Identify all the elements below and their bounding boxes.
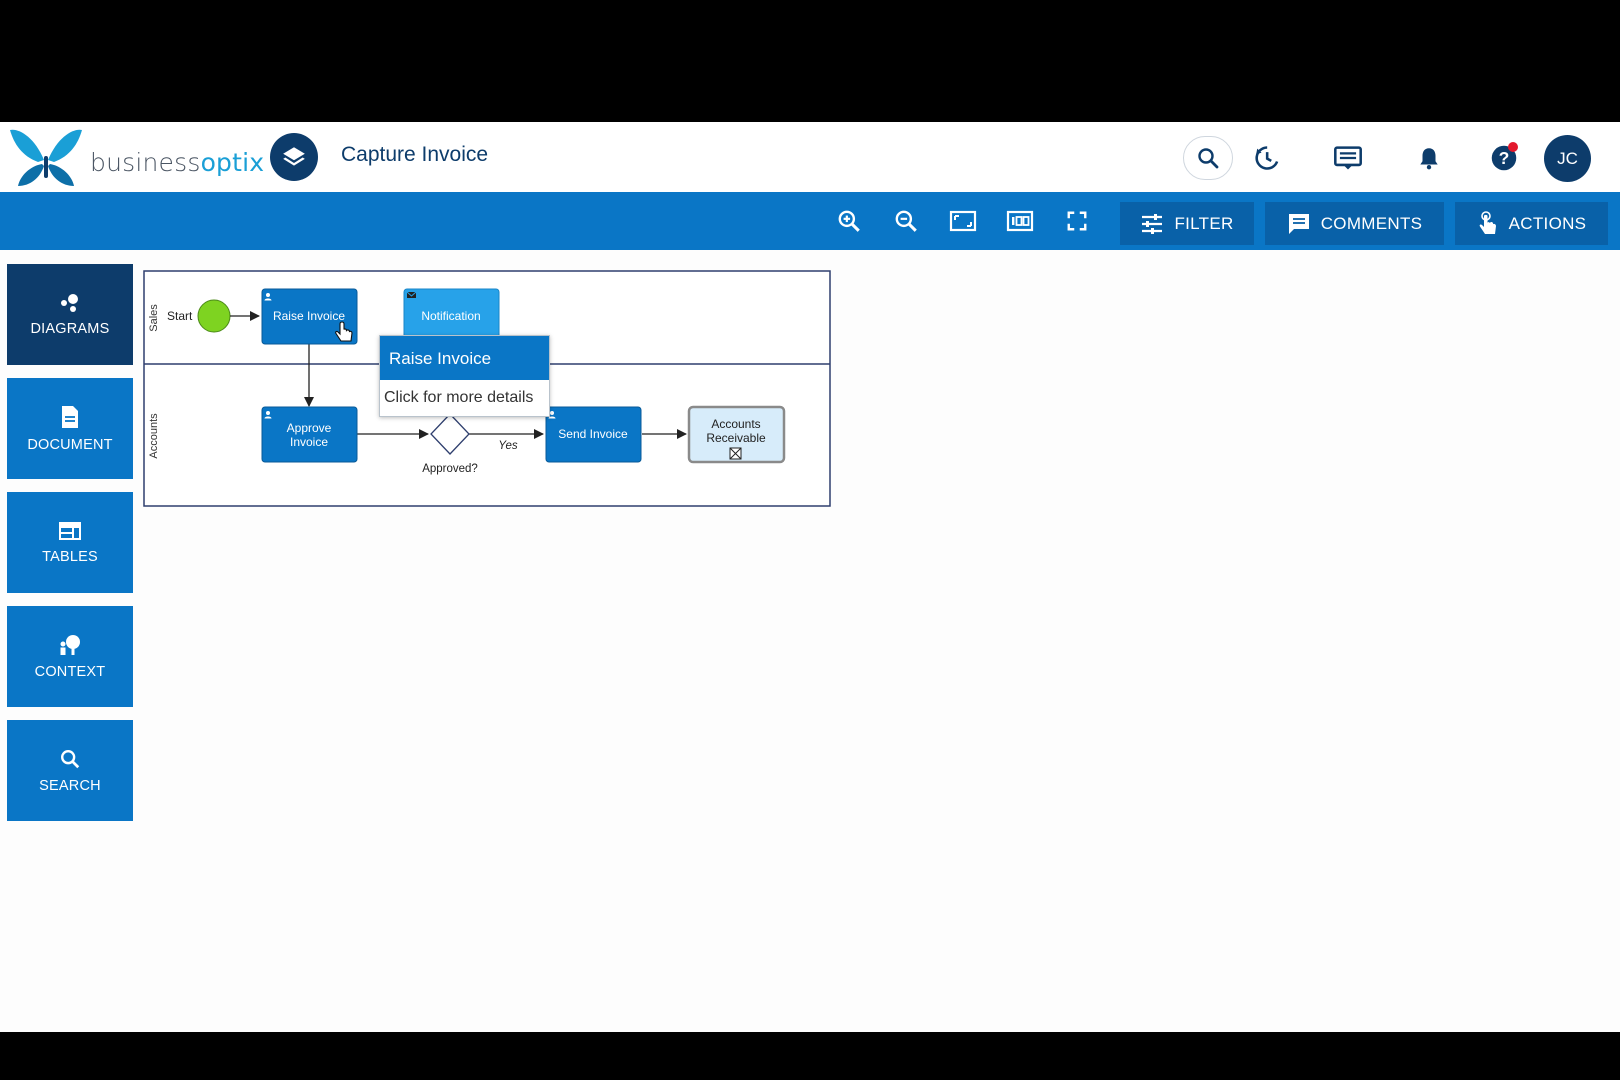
subprocess-label-line2: Receivable	[706, 431, 766, 445]
sidebar-item-label: CONTEXT	[34, 663, 106, 680]
task-notification[interactable]: Notification	[403, 288, 500, 345]
context-icon	[60, 634, 80, 655]
brand-name-part2: optix	[200, 148, 265, 177]
app-window: businessoptix Capture Invoice	[0, 122, 1620, 1032]
lane-label-sales: Sales	[148, 304, 160, 332]
tables-icon	[59, 521, 81, 540]
zoom-100-button[interactable]	[1005, 206, 1035, 236]
page-title: Capture Invoice	[341, 143, 489, 166]
help-icon: ?	[1491, 145, 1517, 171]
zoom-in-button[interactable]	[834, 206, 864, 236]
layers-icon	[283, 147, 305, 166]
actions-label: ACTIONS	[1508, 213, 1587, 233]
zoom-out-button[interactable]	[891, 206, 921, 236]
hand-cursor-icon	[335, 321, 353, 342]
history-button[interactable]	[1248, 140, 1284, 176]
brand-wordmark: businessoptix	[90, 148, 264, 177]
flow-label-yes: Yes	[498, 440, 517, 452]
comments-button[interactable]: COMMENTS	[1265, 202, 1444, 245]
actions-button[interactable]: ACTIONS	[1455, 202, 1608, 245]
start-event[interactable]	[197, 299, 231, 333]
user-avatar[interactable]: JC	[1544, 135, 1591, 182]
task-label-line2: Invoice	[290, 435, 328, 449]
task-label: Send Invoice	[558, 427, 628, 441]
task-raise-invoice[interactable]: Raise Invoice	[261, 288, 358, 345]
sidebar-item-label: TABLES	[42, 548, 98, 565]
subprocess-label-line1: Accounts	[711, 417, 760, 431]
sidebar-item-context[interactable]: CONTEXT	[7, 606, 133, 707]
brand-logo[interactable]: businessoptix	[8, 126, 264, 190]
messages-icon	[1334, 146, 1362, 170]
history-icon	[1255, 146, 1279, 170]
sidebar-item-document[interactable]: DOCUMENT	[7, 378, 133, 479]
tooltip-body: Click for more details	[384, 389, 534, 406]
video-letterbox-top	[0, 0, 1620, 122]
subprocess-accounts-receivable[interactable]: Accounts Receivable	[687, 405, 786, 464]
sidebar-item-label: SEARCH	[39, 777, 101, 794]
diagram-toolbar: FILTER COMMENTS ACTIONS	[0, 192, 1620, 250]
messages-button[interactable]	[1330, 140, 1366, 176]
fullscreen-button[interactable]	[1062, 206, 1092, 236]
zoom-100-icon	[1006, 210, 1034, 232]
pointer-hand-icon	[1479, 210, 1496, 234]
brand-name-part1: business	[90, 148, 201, 177]
search-icon	[61, 749, 80, 768]
comments-label: COMMENTS	[1320, 213, 1423, 233]
svg-text:?: ?	[1499, 148, 1510, 168]
lane-label-accounts: Accounts	[148, 413, 160, 459]
sidebar-item-label: DIAGRAMS	[30, 320, 110, 337]
sidebar-item-diagrams[interactable]: DIAGRAMS	[7, 264, 133, 365]
search-icon	[1198, 148, 1219, 169]
start-label: Start	[167, 309, 193, 323]
tooltip-title: Raise Invoice	[380, 336, 549, 380]
video-letterbox-bottom	[0, 1032, 1620, 1080]
fit-page-button[interactable]	[948, 206, 978, 236]
sidebar-item-tables[interactable]: TABLES	[7, 492, 133, 593]
filter-label: FILTER	[1174, 213, 1234, 233]
butterfly-logo-icon	[10, 129, 82, 186]
fit-page-icon	[949, 210, 977, 232]
sidebar-item-label: DOCUMENT	[27, 436, 113, 453]
filter-sliders-icon	[1142, 213, 1163, 234]
filter-button[interactable]: FILTER	[1120, 202, 1254, 245]
task-send-invoice[interactable]: Send Invoice	[545, 406, 642, 463]
help-button[interactable]: ?	[1486, 140, 1522, 176]
header-search-button[interactable]	[1183, 136, 1233, 180]
gateway-approved[interactable]	[430, 413, 470, 455]
comment-icon	[1288, 213, 1309, 234]
notifications-button[interactable]	[1411, 140, 1447, 176]
task-label-line1: Approve	[287, 421, 332, 435]
zoom-in-icon	[838, 210, 860, 232]
diagrams-icon	[61, 293, 78, 312]
document-icon	[62, 405, 78, 428]
task-approve-invoice[interactable]: Approve Invoice	[261, 406, 358, 463]
layers-button[interactable]	[270, 133, 318, 181]
help-alert-dot	[1508, 142, 1518, 152]
header-bar: businessoptix Capture Invoice	[0, 122, 1620, 192]
fullscreen-icon	[1067, 211, 1087, 231]
sidebar-item-search[interactable]: SEARCH	[7, 720, 133, 821]
task-label: Notification	[421, 309, 480, 323]
zoom-out-icon	[895, 210, 917, 232]
bell-icon	[1420, 148, 1438, 170]
task-label: Raise Invoice	[273, 309, 345, 323]
task-tooltip[interactable]: Raise Invoice Click for more details	[379, 335, 550, 417]
gateway-label: Approved?	[422, 463, 478, 475]
